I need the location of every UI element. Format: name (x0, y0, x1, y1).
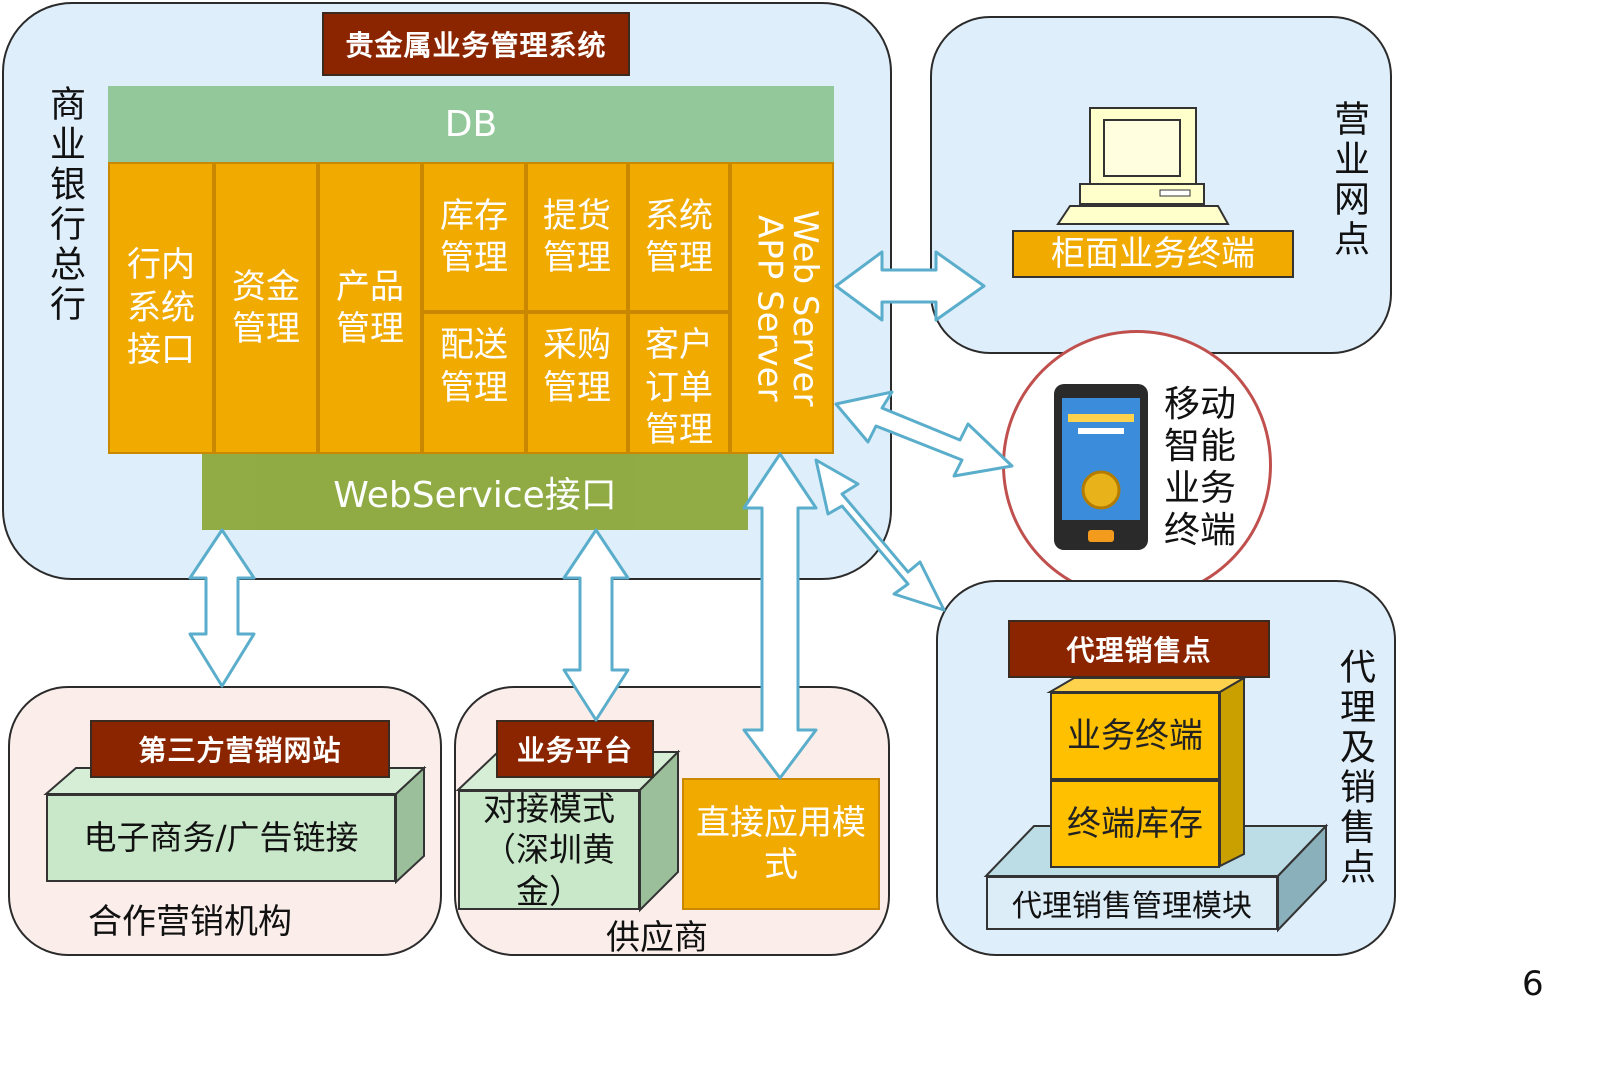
partner-caption: 合作营销机构 (88, 902, 292, 942)
agent-title: 代理销售点 (1008, 620, 1270, 678)
module-customer-orders: 客户订单管理 (628, 312, 730, 454)
partner-title: 第三方营销网站 (90, 720, 390, 778)
module-funds: 资金管理 (214, 162, 318, 454)
module-system: 系统管理 (628, 162, 730, 312)
module-internal-interface: 行内系统接口 (108, 162, 214, 454)
agent-module: 代理销售管理模块 (986, 876, 1278, 930)
module-inventory: 库存管理 (422, 162, 526, 312)
web-app-server: Web Server APP Server (730, 162, 834, 454)
counter-terminal: 柜面业务终端 (1012, 230, 1294, 278)
db-bar: DB (108, 86, 834, 162)
module-products: 产品管理 (318, 162, 422, 454)
hq-side-label: 商业银行总行 (44, 85, 85, 325)
docking-mode-box: 对接模式（深圳黄金） (458, 789, 640, 911)
webservice-label: WebService接口 (333, 475, 617, 516)
ecommerce-box: 电子商务/广告链接 (46, 794, 396, 882)
webservice-bar: WebService接口 (202, 454, 748, 530)
agent-side-label: 代理及销售点 (1334, 648, 1375, 888)
page-number: 6 (1522, 964, 1544, 1004)
branch-side-label: 营业网点 (1328, 100, 1369, 260)
supplier-caption: 供应商 (606, 918, 708, 958)
hq-title: 贵金属业务管理系统 (322, 12, 630, 76)
mobile-label: 移动智能业务终端 (1164, 384, 1237, 552)
module-delivery: 配送管理 (422, 312, 526, 454)
supplier-title: 业务平台 (496, 720, 654, 778)
module-purchase: 采购管理 (526, 312, 628, 454)
agent-stock: 终端库存 (1050, 780, 1220, 868)
direct-mode-box: 直接应用模式 (682, 778, 880, 910)
agent-terminal: 业务终端 (1050, 692, 1220, 780)
module-pickup: 提货管理 (526, 162, 628, 312)
db-label: DB (444, 103, 498, 145)
